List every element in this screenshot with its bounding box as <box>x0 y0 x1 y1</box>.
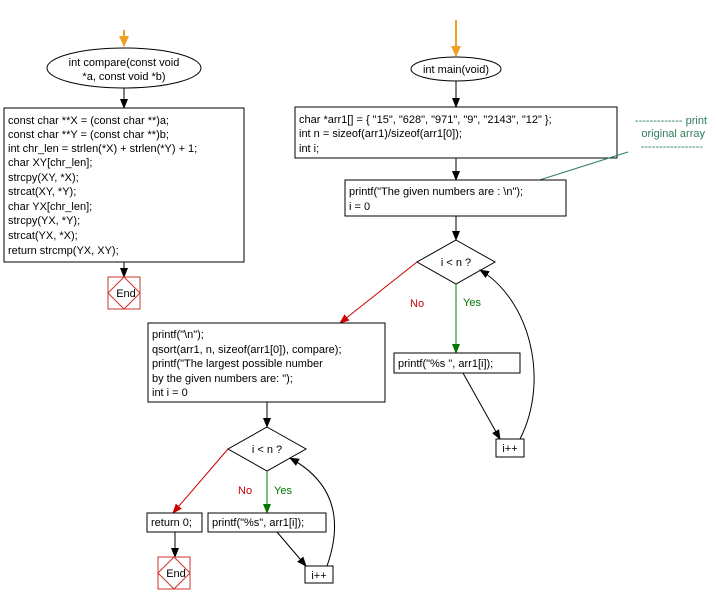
sort-box <box>147 322 386 403</box>
compare-body-line: const char **X = (const char **)a; <box>8 115 169 127</box>
main-init-box <box>294 106 618 159</box>
compare-start-line-1: int compare(const void <box>69 57 180 69</box>
compare-body-line: strcat(YX, *X); <box>8 230 78 242</box>
loop1-incr-label: i++ <box>502 443 517 455</box>
return-label: return 0; <box>151 517 192 529</box>
edge-loop2-body-incr <box>276 531 307 567</box>
edge-loop1-no <box>339 261 418 324</box>
print-given-line: printf("The given numbers are : \n"); <box>349 186 523 198</box>
compare-body-line: strcat(XY, *Y); <box>8 186 76 198</box>
compare-body-line: const char **Y = (const char **)b; <box>8 129 169 141</box>
loop1-yes-label: Yes <box>463 297 481 309</box>
loop2-incr-label: i++ <box>311 570 326 582</box>
comment-print-original-line: ------------- print <box>635 115 707 127</box>
sort-line: qsort(arr1, n, sizeof(arr1[0]), compare)… <box>152 344 342 356</box>
sort-line: by the given numbers are: "); <box>152 373 293 385</box>
sort-line: printf("\n"); <box>152 329 204 341</box>
comment-print-original-line: ----------------- <box>641 141 704 153</box>
compare-body-line: int chr_len = strlen(*X) + strlen(*Y) + … <box>8 143 197 155</box>
compare-body-line: return strcmp(YX, XY); <box>8 245 119 257</box>
edge-loop1-back <box>479 269 535 440</box>
compare-start-line-2: *a, const void *b) <box>82 71 165 83</box>
main-init-line: int n = sizeof(arr1)/sizeof(arr1[0]); <box>299 128 462 140</box>
main-init-line: int i; <box>299 143 319 155</box>
loop2-incr-box <box>304 565 334 584</box>
compare-end-label: End <box>116 288 136 300</box>
edge-loop2-back <box>289 457 335 567</box>
loop2-body-label: printf("%s", arr1[i]); <box>212 517 304 529</box>
compare-body-line: strcpy(XY, *X); <box>8 172 79 184</box>
comment-print-original-line: original array <box>641 128 705 140</box>
sort-line: int i = 0 <box>152 387 188 399</box>
loop2-yes-label: Yes <box>274 485 292 497</box>
compare-body-line: char YX[chr_len]; <box>8 201 92 213</box>
edge-loop2-no <box>172 448 229 514</box>
edge-loop1-body-incr <box>462 372 501 440</box>
loop2-condition: i < n ? <box>252 444 282 456</box>
loop2-body-box <box>207 512 327 533</box>
main-end-label: End <box>166 568 186 580</box>
compare-body-box <box>3 107 245 263</box>
comment-connector <box>529 151 629 184</box>
compare-end-node: End <box>107 276 141 310</box>
loop1-body-box <box>393 352 521 374</box>
loop1-no-label: No <box>410 298 424 310</box>
print-given-line: i = 0 <box>349 201 370 213</box>
compare-body-line: char XY[chr_len]; <box>8 157 92 169</box>
main-init-line: char *arr1[] = { "15", "628", "971", "9"… <box>299 114 552 126</box>
loop1-body-label: printf("%s ", arr1[i]); <box>398 358 493 370</box>
loop1-condition: i < n ? <box>441 257 471 269</box>
loop2-no-label: No <box>238 485 252 497</box>
loop1-incr-box <box>495 438 525 458</box>
main-end-node: End <box>157 556 191 590</box>
main-start-label: int main(void) <box>423 64 489 76</box>
compare-body-line: strcpy(YX, *Y); <box>8 215 80 227</box>
sort-line: printf("The largest possible number <box>152 358 323 370</box>
